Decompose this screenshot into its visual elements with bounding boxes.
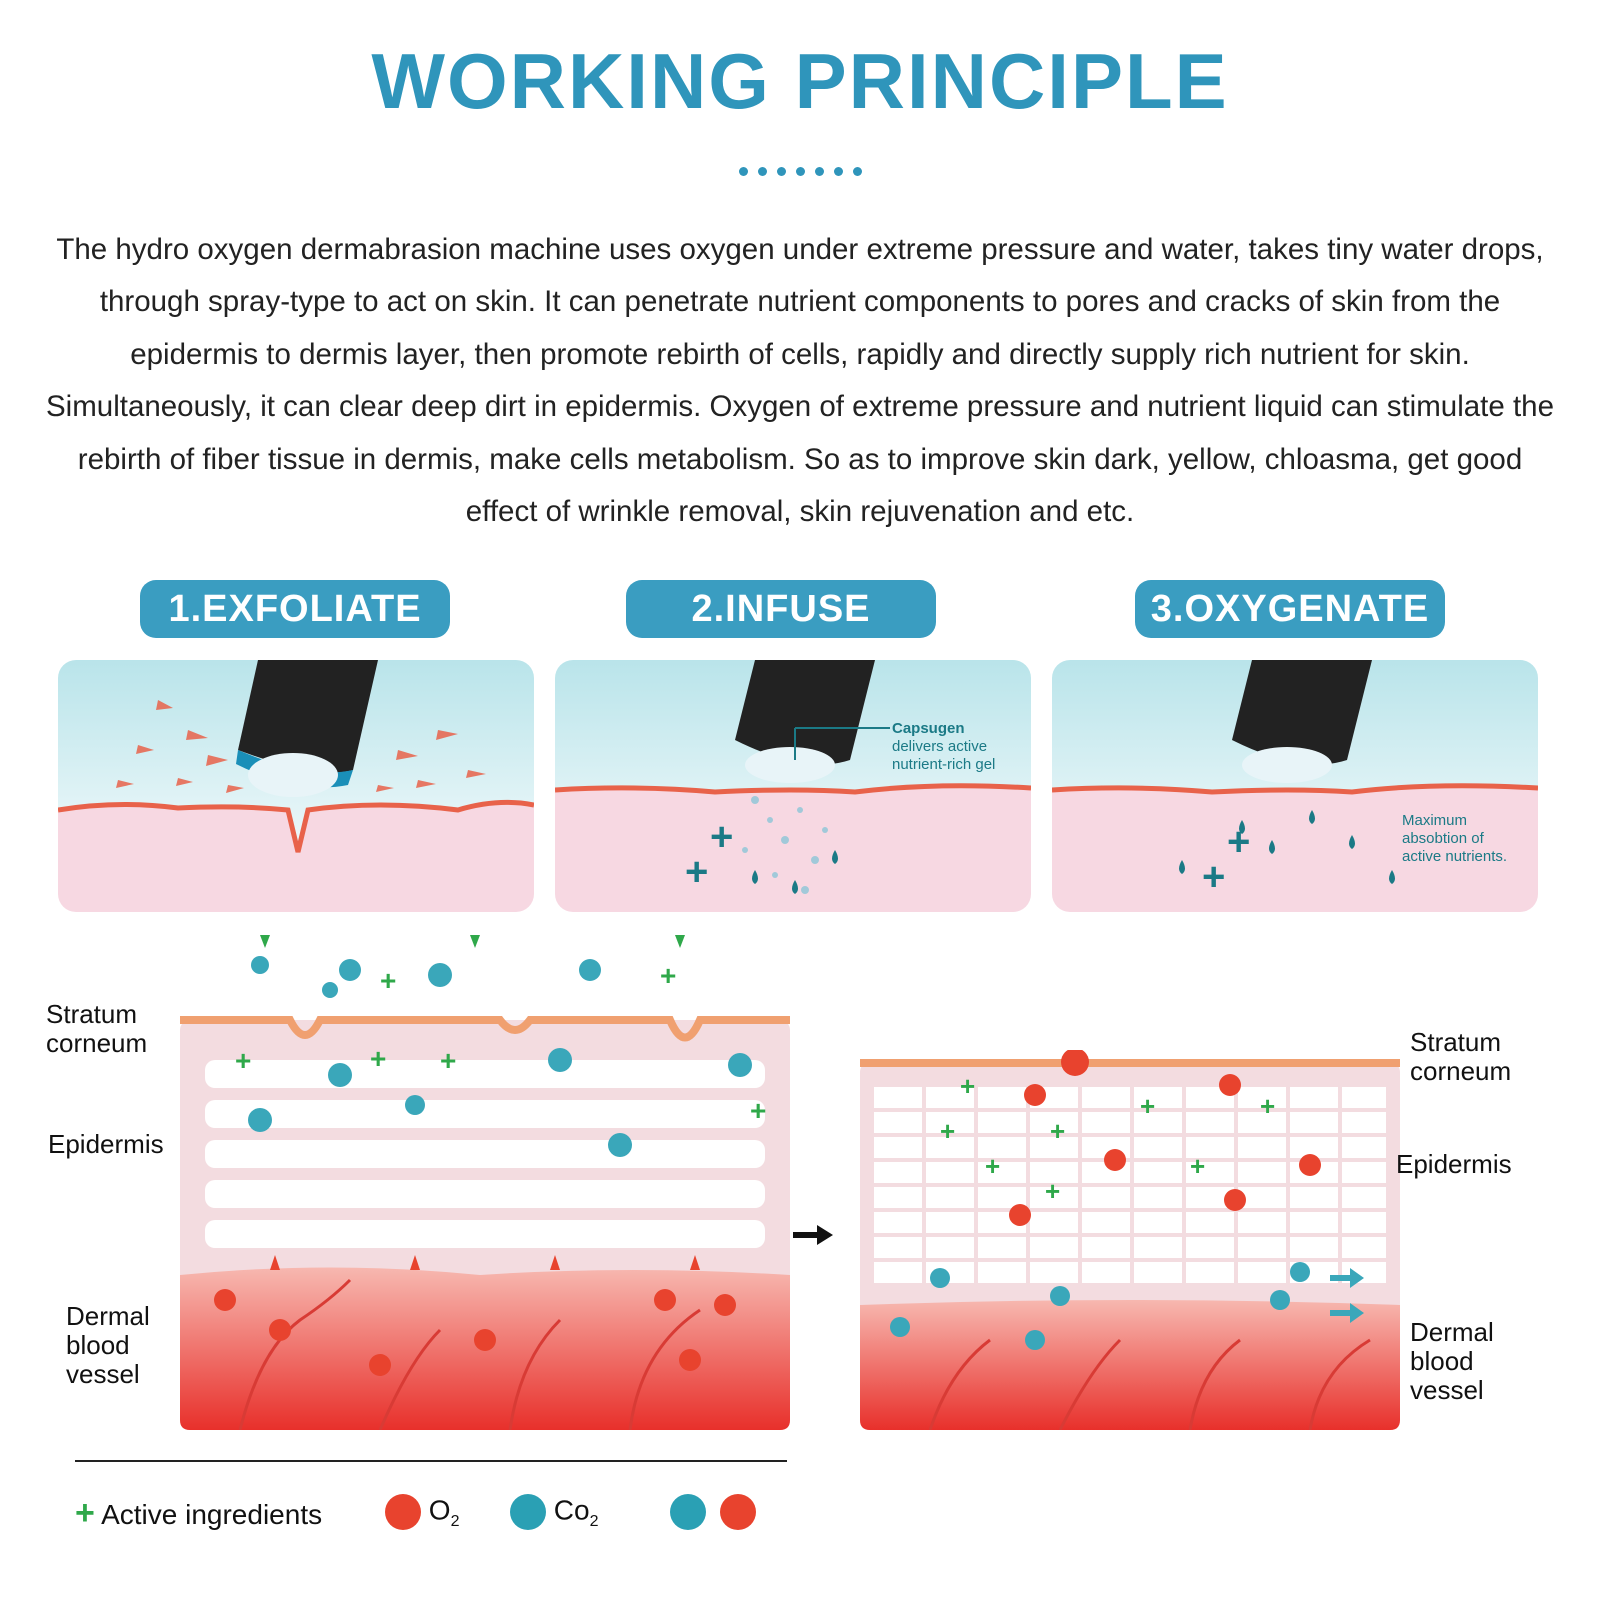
svg-text:+: + <box>440 1045 456 1076</box>
panel-infuse: ++ Capsugen delivers active nutrient-ric… <box>555 660 1031 912</box>
panel-oxygenate: ++ Maximum absobtion of active nutrients… <box>1052 660 1538 912</box>
svg-text:+: + <box>710 815 733 859</box>
o2-bubble-icon <box>385 1494 421 1530</box>
svg-text:+: + <box>1190 1151 1205 1181</box>
title-divider-dots <box>0 163 1600 181</box>
co2-bubble-icon <box>510 1494 546 1530</box>
description-text: The hydro oxygen dermabrasion machine us… <box>45 233 1554 529</box>
handpiece-icon <box>735 660 875 783</box>
absorption-note-line3: active nutrients. <box>1402 848 1507 865</box>
skin-diagram-after: +++ +++ ++ <box>860 1048 1400 1431</box>
o2-up-bubble-icon <box>719 1494 756 1530</box>
plus-icon: + <box>75 1494 95 1532</box>
capsugen-callout-line1: delivers active <box>892 738 987 755</box>
svg-text:+: + <box>370 1043 386 1074</box>
svg-text:+: + <box>380 965 396 996</box>
handpiece-icon <box>236 660 378 797</box>
svg-text:+: + <box>235 1045 251 1076</box>
svg-text:+: + <box>1227 820 1250 864</box>
legend-active-ingredients: + Active ingredients <box>75 1494 323 1532</box>
absorption-note-line2: absobtion of <box>1402 830 1485 847</box>
legend-exchange <box>670 1494 756 1530</box>
svg-text:+: + <box>685 850 708 894</box>
step-oxygenate-label: 3.OXYGENATE <box>1135 580 1445 638</box>
legend-divider <box>75 1460 787 1462</box>
svg-text:+: + <box>1260 1091 1275 1121</box>
step-exfoliate-label: 1.EXFOLIATE <box>140 580 450 638</box>
svg-text:+: + <box>1140 1091 1155 1121</box>
skin-diagram-before: + + + + + + <box>180 920 790 1431</box>
svg-text:+: + <box>1050 1116 1065 1146</box>
svg-text:+: + <box>1045 1176 1060 1206</box>
svg-text:+: + <box>960 1071 975 1101</box>
legend-co2: Co2 <box>510 1494 598 1531</box>
absorption-note-line1: Maximum <box>1402 812 1467 829</box>
panel-exfoliate <box>58 660 534 912</box>
capsugen-callout-title: Capsugen <box>892 720 965 737</box>
handpiece-icon <box>1232 660 1372 783</box>
svg-text:+: + <box>985 1151 1000 1181</box>
co2-down-bubble-icon <box>670 1494 706 1530</box>
svg-text:+: + <box>1202 855 1225 899</box>
svg-text:+: + <box>940 1116 955 1146</box>
capsugen-callout-line2: nutrient-rich gel <box>892 756 995 773</box>
svg-text:+: + <box>750 1095 766 1126</box>
epidermis-label-right: Epidermis <box>1396 1149 1512 1179</box>
transition-arrow-icon <box>793 1225 833 1250</box>
epidermis-label-left: Epidermis <box>48 1129 164 1159</box>
step-infuse-label: 2.INFUSE <box>626 580 936 638</box>
legend-o2: O2 <box>385 1494 459 1531</box>
svg-text:+: + <box>660 960 676 991</box>
page-title: WORKING PRINCIPLE <box>371 37 1229 125</box>
